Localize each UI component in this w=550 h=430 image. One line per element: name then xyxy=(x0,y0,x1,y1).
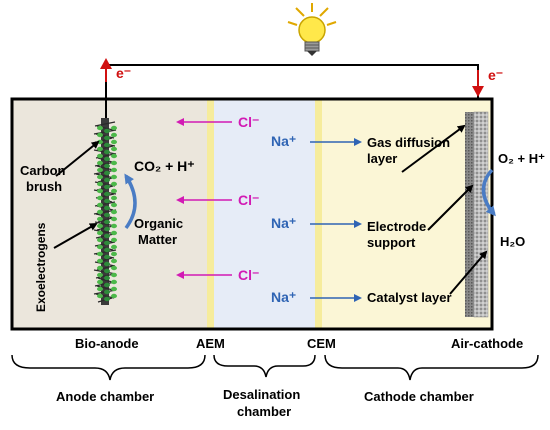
svg-text:Carbon brush: Carbon brush xyxy=(20,163,69,194)
svg-text:Electrode support: Electrode support xyxy=(367,219,430,250)
sodium-ion-label: Na⁺ xyxy=(271,215,296,231)
h2o-label: H₂O xyxy=(500,234,525,249)
organic-matter-label: Organic xyxy=(134,216,183,231)
carbon-brush xyxy=(93,118,117,305)
electrode-support-label: Electrode xyxy=(367,219,426,234)
organic-conversion-arrow xyxy=(124,173,137,230)
cathode-chamber-fill xyxy=(322,99,492,329)
aem-label: AEM xyxy=(196,336,225,351)
bio-anode-label: Bio-anode xyxy=(75,336,139,351)
exoelectrogens-label: Exoelectrogens xyxy=(34,222,48,312)
cem-membrane xyxy=(315,99,322,329)
anode-chamber-brace xyxy=(11,354,206,381)
gas-diffusion-layer xyxy=(465,112,474,317)
catalyst-layer-pointer xyxy=(449,250,488,295)
cem-label: CEM xyxy=(307,336,336,351)
chloride-ion-label: Cl⁻ xyxy=(238,114,259,130)
electrode-support-label: support xyxy=(367,235,416,250)
electron-label-left: e⁻ xyxy=(116,65,131,81)
catalyst-layer-label: Catalyst layer xyxy=(367,290,452,305)
chloride-ion-label: Cl⁻ xyxy=(238,267,259,283)
cathode-chamber-label: Cathode chamber xyxy=(364,389,474,404)
aem-membrane xyxy=(207,99,214,329)
light-bulb-icon xyxy=(287,3,337,56)
svg-text:Organic Matter: Organic Matter xyxy=(134,216,187,247)
organic-matter-label: Matter xyxy=(138,232,177,247)
chloride-ion-label: Cl⁻ xyxy=(238,192,259,208)
anode-chamber-label: Anode chamber xyxy=(56,389,154,404)
sodium-ion-label: Na⁺ xyxy=(271,289,296,305)
carbon-brush-label: Carbon xyxy=(20,163,66,178)
carbon-brush-label: brush xyxy=(26,179,62,194)
gas-diffusion-pointer xyxy=(401,124,466,173)
electron-label-right: e⁻ xyxy=(488,67,503,83)
exoelectrogens-pointer xyxy=(53,223,98,249)
desalination-chamber-fill xyxy=(214,99,315,329)
cathode-chamber-brace xyxy=(324,354,539,381)
gas-diffusion-label: layer xyxy=(367,151,397,166)
air-cathode-label: Air-cathode xyxy=(451,336,523,351)
svg-text:Desalination chamber: Desalination chamber xyxy=(223,387,304,419)
sodium-ion-label: Na⁺ xyxy=(271,133,296,149)
electrode-support-pointer xyxy=(427,184,474,231)
co2-label: CO₂ + H⁺ xyxy=(134,158,195,174)
desalination-chamber-label: chamber xyxy=(237,404,291,419)
desalination-chamber-brace xyxy=(213,354,316,378)
carbon-brush-pointer xyxy=(55,140,100,177)
o2-label: O₂ + H⁺ xyxy=(498,151,545,166)
oxygen-reduction-arrow xyxy=(481,168,496,217)
desalination-chamber-label: Desalination xyxy=(223,387,300,402)
gas-diffusion-label: Gas diffusion xyxy=(367,135,450,150)
svg-text:Gas diffusion layer: Gas diffusion layer xyxy=(367,135,454,166)
catalyst-layer xyxy=(473,111,489,318)
